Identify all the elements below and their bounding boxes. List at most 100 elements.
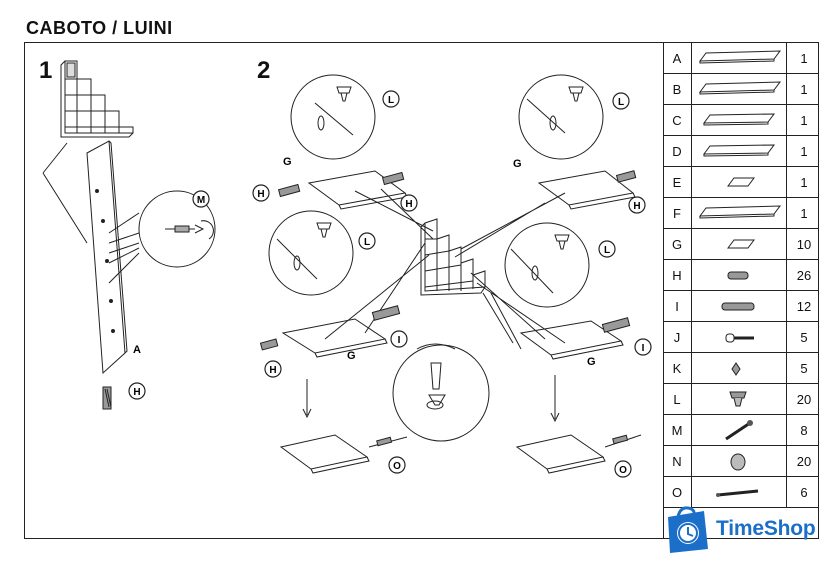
part-letter: H <box>672 267 682 283</box>
part-quantity: 12 <box>796 298 812 314</box>
detail-circle-l-mid-left-icon <box>268 210 354 296</box>
bolt-icon <box>691 415 787 445</box>
part-quantity: 5 <box>800 360 808 376</box>
part-row: G 10 <box>664 229 818 260</box>
label-g: G <box>587 356 596 368</box>
callout-h: H <box>133 387 140 398</box>
callout-h: H <box>405 199 412 210</box>
cap-icon <box>691 446 787 476</box>
part-letter: F <box>673 205 681 221</box>
cam-lock-icon <box>691 384 787 414</box>
callout-l: L <box>604 245 610 256</box>
part-quantity: 10 <box>796 236 812 252</box>
brand-name: TimeShop <box>716 517 816 540</box>
part-letter: O <box>671 484 683 500</box>
callout-o: O <box>619 465 627 476</box>
part-quantity: 1 <box>800 112 808 128</box>
step-2-number: 2 <box>257 57 271 84</box>
callout-i: I <box>642 343 645 354</box>
panel-icon <box>691 105 787 135</box>
part-quantity: 5 <box>800 329 808 345</box>
part-letter: L <box>673 391 681 407</box>
part-letter: K <box>672 360 682 376</box>
callout-i: I <box>398 335 401 346</box>
long-panel-icon <box>691 198 787 228</box>
callout-h: H <box>633 201 640 212</box>
dowel-h-right-top-icon <box>381 171 405 186</box>
part-letter: E <box>672 174 682 190</box>
shelf-g-mid-left-icon <box>281 318 388 358</box>
part-row: I 12 <box>664 291 818 322</box>
callout-o: O <box>393 461 401 472</box>
dowel-h-mid-left-icon <box>259 338 279 351</box>
assembly-drawing: M H L L L L H H H H I I O O A G G G G <box>42 60 652 478</box>
label-a: A <box>133 344 141 356</box>
shelf-pin-icon <box>691 477 787 507</box>
part-letter: G <box>671 236 683 252</box>
callout-h: H <box>257 189 264 200</box>
stair-shelf-thumbnail-icon <box>60 60 134 138</box>
shelf-pin-o-right-icon <box>604 434 642 448</box>
long-dowel-icon <box>691 291 787 321</box>
callout-l: L <box>618 97 624 108</box>
stair-unit-drawing-icon <box>420 218 486 296</box>
step-1-number: 1 <box>39 57 53 84</box>
part-letter: J <box>673 329 681 345</box>
shelf-g-top-right-icon <box>537 170 636 210</box>
part-quantity: 1 <box>800 81 808 97</box>
part-quantity: 1 <box>800 205 808 221</box>
dowel-i-mid-right-icon <box>601 317 631 333</box>
shelf-pin-o-left-icon <box>368 436 408 448</box>
cam-pin-icon <box>691 353 787 383</box>
detail-circle-l-top-left-icon <box>290 74 376 160</box>
panel-icon <box>691 136 787 166</box>
label-g: G <box>347 350 356 362</box>
detail-circle-l-top-right-icon <box>518 74 604 160</box>
part-letter: I <box>675 298 679 314</box>
shopping-bag-clock-icon <box>668 506 708 553</box>
part-quantity: 8 <box>800 422 808 438</box>
dowel-i-mid-left-icon <box>371 305 401 321</box>
part-letter: M <box>671 422 683 438</box>
part-quantity: 1 <box>800 50 808 66</box>
part-quantity: 26 <box>796 267 812 283</box>
shelf-g-mid-right-icon <box>519 320 624 360</box>
dowel-h-icon <box>102 386 112 410</box>
part-quantity: 6 <box>800 484 808 500</box>
part-letter: C <box>672 112 682 128</box>
detail-circle-center-icon <box>392 343 490 442</box>
detail-circle-l-mid-right-icon <box>504 222 590 308</box>
part-quantity: 20 <box>796 391 812 407</box>
long-panel-icon <box>691 43 787 73</box>
small-panel-icon <box>691 229 787 259</box>
part-letter: D <box>672 143 682 159</box>
detail-circle-m-icon <box>108 190 216 284</box>
document-title: CABOTO / LUINI <box>26 18 173 38</box>
shelf-bottom-left-icon <box>279 434 370 474</box>
instruction-sheet: M H L L L L H H H H I I O O A G G G G 1 … <box>24 42 819 539</box>
callout-l: L <box>388 95 394 106</box>
dowel-h-left-top-icon <box>277 183 301 198</box>
part-letter: A <box>672 50 682 66</box>
part-quantity: 1 <box>800 143 808 159</box>
screw-icon <box>691 322 787 352</box>
part-row: H 26 <box>664 260 818 291</box>
part-row: L 20 <box>664 384 818 415</box>
label-g: G <box>513 158 522 170</box>
timeshop-logo[interactable]: TimeShop <box>662 505 838 557</box>
dowel-h-right-top2-icon <box>615 170 637 183</box>
part-letter: B <box>672 81 682 97</box>
part-quantity: 20 <box>796 453 812 469</box>
